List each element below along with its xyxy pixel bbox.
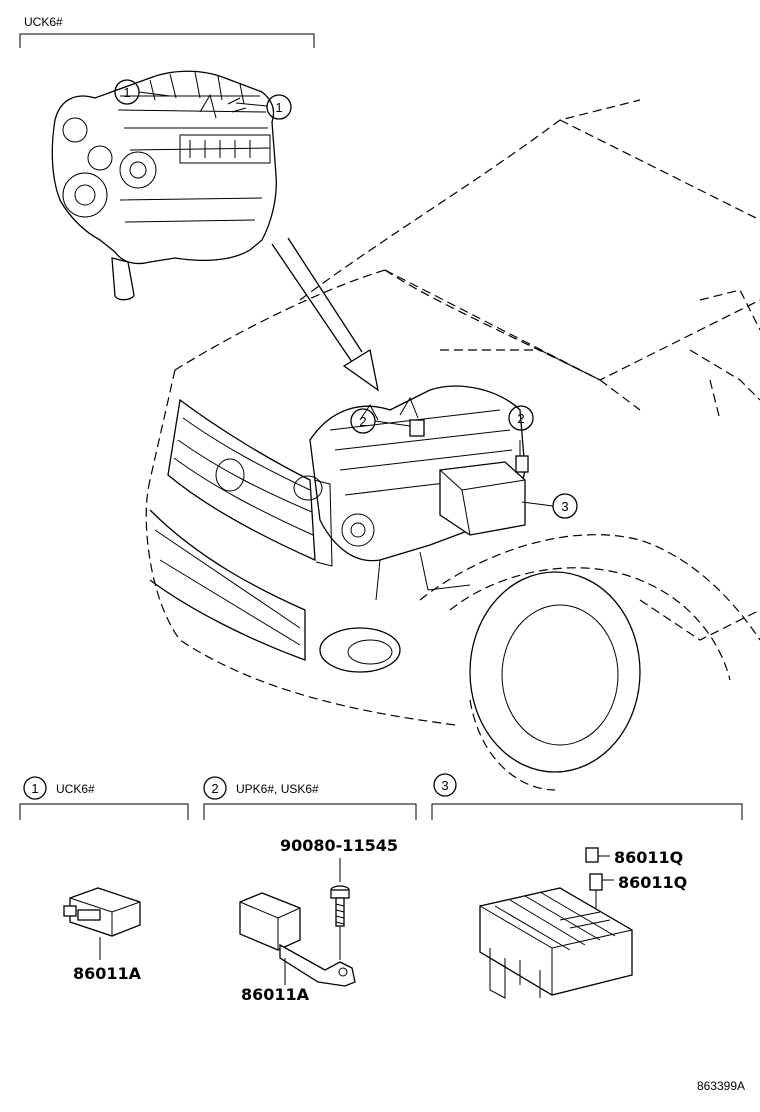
- engine-section-bracket: [19, 33, 315, 48]
- section-2-bracket: [203, 803, 417, 820]
- callout-2-right: 2: [508, 405, 534, 431]
- fuse-86011Q-a: [585, 847, 610, 863]
- bolt-90080-11545: [330, 885, 350, 960]
- part-number-90080-11545: 90080-11545: [280, 836, 398, 855]
- callout-3-vehicle: 3: [521, 493, 578, 519]
- svg-text:2: 2: [359, 414, 366, 429]
- section-2: 2 UPK6#, USK6# 90080-11545 86011A: [203, 776, 417, 1004]
- location-arrow: [271, 237, 379, 392]
- part-number-86011Q-a: 86011Q: [614, 848, 683, 867]
- section-2-number: 2: [211, 781, 218, 796]
- section-2-label: UPK6#, USK6#: [236, 782, 319, 796]
- section-3-bracket: [431, 803, 743, 820]
- vehicle-illustration: [145, 99, 760, 791]
- svg-text:1: 1: [275, 100, 282, 115]
- section-1-label: UCK6#: [56, 782, 95, 796]
- part-number-86011A-1: 86011A: [73, 964, 142, 983]
- section-3: 3 86011Q 86011Q: [431, 773, 743, 999]
- relay-86011A-2: [239, 892, 356, 987]
- callout-1-right: 1: [235, 94, 292, 120]
- section-3-number: 3: [441, 778, 448, 793]
- section-1-bracket: [19, 803, 189, 820]
- section-1-number: 1: [31, 781, 38, 796]
- part-number-86011A-2: 86011A: [241, 985, 310, 1004]
- svg-text:1: 1: [123, 85, 130, 100]
- part-number-86011Q-b: 86011Q: [618, 873, 687, 892]
- svg-text:2: 2: [517, 411, 524, 426]
- svg-text:3: 3: [561, 499, 568, 514]
- engine-illustration: [51, 70, 277, 301]
- figure-id: 863399A: [697, 1079, 745, 1093]
- section-1: 1 UCK6# 86011A: [19, 776, 189, 983]
- callout-2-left: 2: [350, 408, 411, 434]
- engine-section: UCK6# 1 1: [19, 15, 315, 301]
- relay-block-assembly: [479, 887, 633, 999]
- relay-86011A-1: [63, 887, 141, 960]
- callout-1-left: 1: [114, 79, 171, 105]
- engine-section-label: UCK6#: [24, 15, 63, 29]
